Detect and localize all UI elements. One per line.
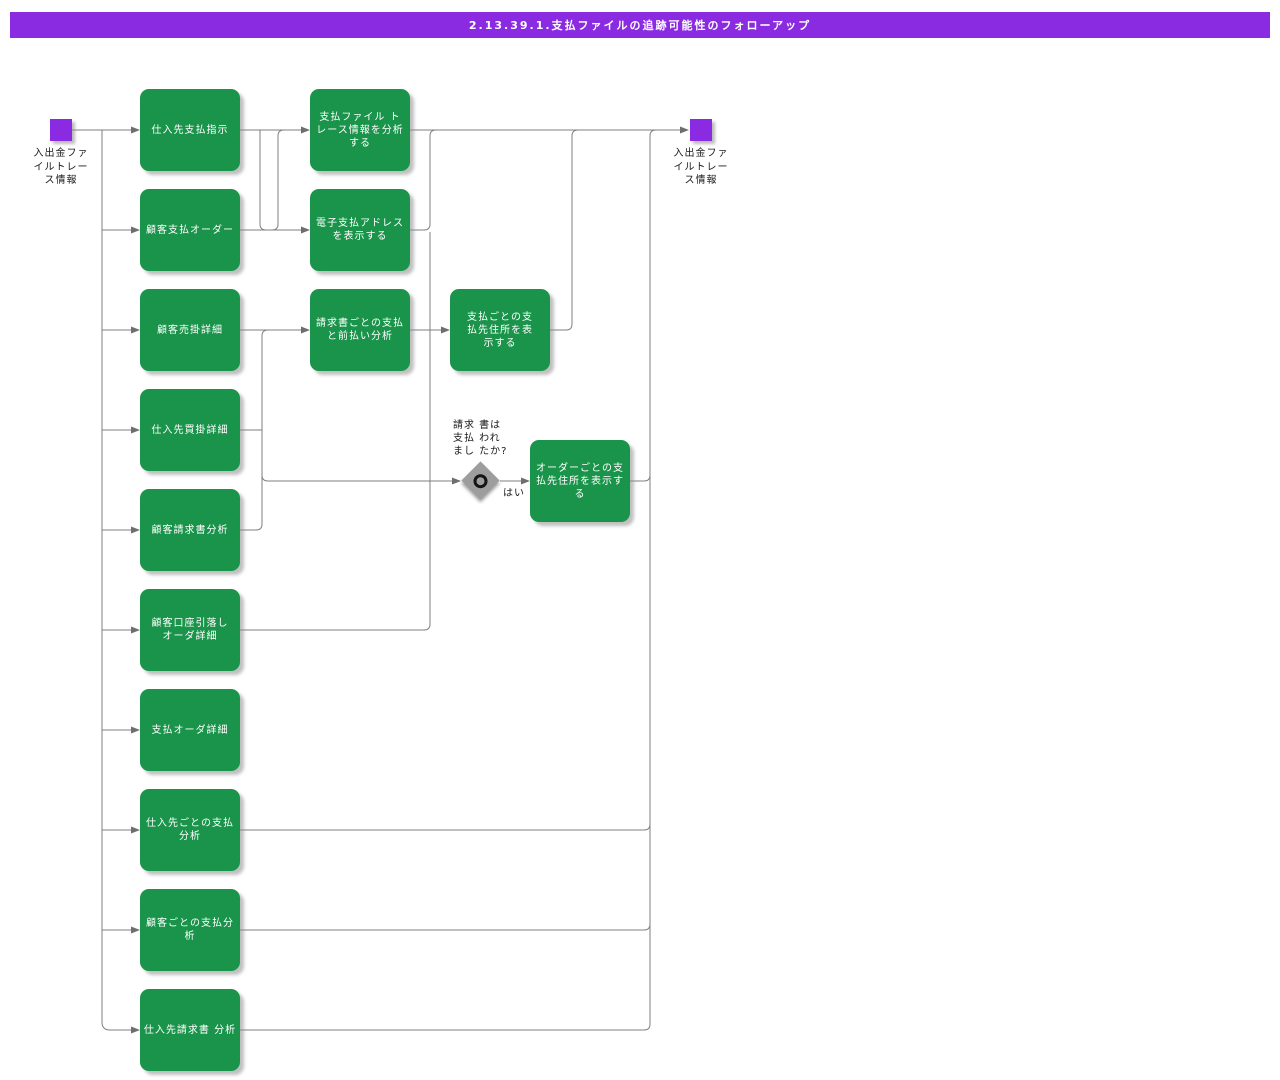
task-invoice-payment-prepayment-analysis[interactable]: 請求書ごとの支払 と前払い分析 — [310, 289, 410, 371]
task-supplier-payables-detail[interactable]: 仕入先買掛詳細 — [140, 389, 240, 471]
gateway-circle-icon — [470, 470, 491, 491]
start-event-label: 入出金ファ イルトレー ス情報 — [33, 148, 89, 186]
task-customer-receivables-detail[interactable]: 顧客売掛詳細 — [140, 289, 240, 371]
task-display-payee-address-by-payment[interactable]: 支払ごとの支 払先住所を表 示する — [450, 289, 550, 371]
gateway-question-label: 請求 書は 支払 われ まし たか? — [453, 420, 508, 457]
task-customer-direct-debit-order-detail[interactable]: 顧客口座引落し オーダ詳細 — [140, 589, 240, 671]
task-customer-invoice-analysis[interactable]: 顧客請求書分析 — [140, 489, 240, 571]
arrowheads — [131, 126, 689, 1034]
gateway-yes-label: はい — [503, 488, 525, 499]
task-supplier-payment-instruction[interactable]: 仕入先支払指示 — [140, 89, 240, 171]
task-payment-order-detail[interactable]: 支払オーダ詳細 — [140, 689, 240, 771]
task-supplier-invoice-analysis[interactable]: 仕入先請求書 分析 — [140, 989, 240, 1071]
diagram-title: 2.13.39.1.支払ファイルの追跡可能性のフォローアップ — [468, 19, 812, 32]
task-analyze-payment-file-trace[interactable]: 支払ファイル ト レース情報を分析 する — [310, 89, 410, 171]
diagram-title-bar: 2.13.39.1.支払ファイルの追跡可能性のフォローアップ — [10, 12, 1270, 38]
start-event[interactable] — [50, 119, 72, 141]
task-display-electronic-payment-address[interactable]: 電子支払アドレス を表示する — [310, 189, 410, 271]
end-event[interactable] — [690, 119, 712, 141]
task-payment-analysis-by-supplier[interactable]: 仕入先ごとの支払 分析 — [140, 789, 240, 871]
task-payment-analysis-by-customer[interactable]: 顧客ごとの支払分 析 — [140, 889, 240, 971]
end-event-label: 入出金ファ イルトレー ス情報 — [673, 148, 729, 186]
task-customer-payment-order[interactable]: 顧客支払オーダー — [140, 189, 240, 271]
task-display-payee-address-by-order[interactable]: オーダーごとの支 払先住所を表示す る — [530, 440, 630, 522]
